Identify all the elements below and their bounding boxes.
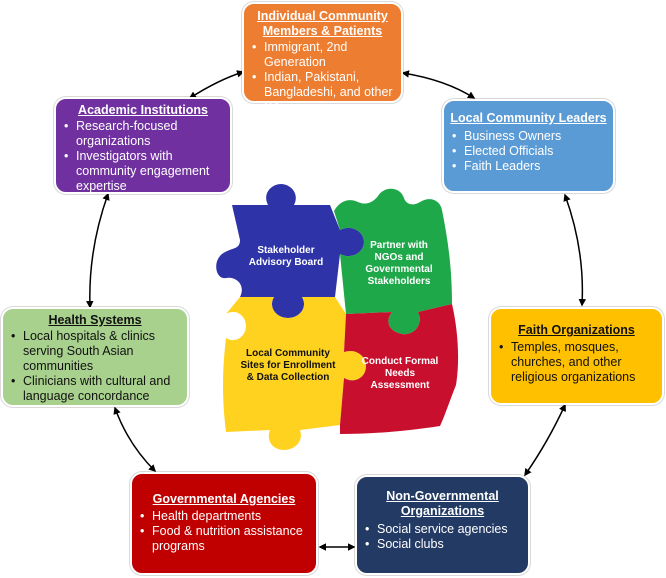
box-governmental-agencies: Governmental Agencies Health departments…	[130, 472, 318, 575]
box-non-governmental-organizations: Non-Governmental Organizations Social se…	[355, 475, 530, 575]
box-title: Local Community Leaders	[450, 111, 607, 125]
box-title: Non-Governmental Organizations	[386, 489, 499, 518]
list-item: Temples, mosques, churches, and other re…	[497, 340, 656, 385]
arrow-individual-local-leaders	[401, 70, 476, 99]
list-item: Business Owners	[450, 129, 607, 144]
list-item: Immigrant, 2nd Generation	[250, 40, 395, 70]
box-title: Individual Community Members & Patients	[257, 9, 388, 38]
box-academic-institutions: Academic Institutions Research-focused o…	[54, 97, 232, 194]
box-title: Faith Organizations	[518, 323, 635, 337]
list-item: Elected Officials	[450, 144, 607, 159]
box-health-systems: Health Systems Local hospitals & clinics…	[1, 307, 189, 407]
list-item: Social service agencies	[363, 522, 522, 537]
arrow-local-leaders-faith	[563, 193, 587, 307]
puzzle-label-sites: Local Community Sites for Enrollment & D…	[240, 348, 336, 383]
list-item: Investigators with community engagement …	[62, 149, 224, 194]
list-item: Indian, Pakistani, Bangladeshi, and othe…	[250, 70, 395, 115]
puzzle-piece-sites	[223, 297, 366, 450]
list-item: Research-focused organizations	[62, 119, 224, 149]
box-title: Health Systems	[48, 313, 142, 327]
list-item: Local hospitals & clinics serving South …	[9, 329, 181, 374]
box-faith-organizations: Faith Organizations Temples, mosques, ch…	[489, 307, 664, 405]
box-local-community-leaders: Local Community Leaders Business Owners …	[442, 99, 615, 193]
arrow-faith-ngo	[524, 403, 566, 477]
box-title: Governmental Agencies	[152, 492, 296, 506]
puzzle-label-partner: Partner with NGOs and Governmental Stake…	[365, 240, 433, 287]
puzzle-piece-partner	[334, 188, 452, 335]
list-item: Food & nutrition assistance programs	[138, 524, 310, 554]
puzzle-label-advisory: Stakeholder Advisory Board	[248, 245, 324, 268]
list-item: Social clubs	[363, 537, 522, 552]
box-individual-community-members: Individual Community Members & Patients …	[242, 2, 403, 114]
puzzle-piece-assessment	[340, 304, 459, 434]
arrow-academic-individual	[188, 70, 245, 99]
list-item: Faith Leaders	[450, 159, 607, 174]
box-title: Academic Institutions	[78, 103, 208, 117]
list-item: Health departments	[138, 509, 310, 524]
puzzle-piece-advisory	[216, 184, 364, 318]
list-item: Clinicians with cultural and language co…	[9, 374, 181, 404]
arrow-gov-health	[113, 406, 157, 473]
arrow-health-academic	[86, 192, 110, 309]
puzzle-label-assessment: Conduct Formal Needs Assessment	[361, 356, 439, 391]
